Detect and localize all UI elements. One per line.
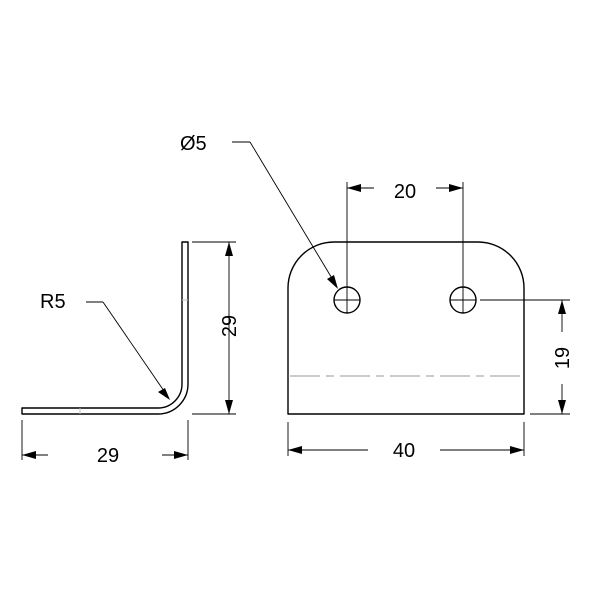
arrow-head [558, 400, 566, 414]
arrow-head [174, 451, 188, 459]
arrow-head [225, 242, 233, 256]
leg-length-label: 29 [97, 445, 119, 467]
arrow-head [510, 446, 524, 454]
side-view: 29 29 R5 [21, 241, 241, 467]
hole-diameter-leader [249, 141, 334, 281]
arrow-head [449, 184, 463, 192]
arrow-head [288, 446, 302, 454]
arrow-head [158, 388, 170, 400]
bend-radius-leader [102, 301, 165, 392]
arrow-head [558, 300, 566, 314]
arrow-head [347, 184, 361, 192]
hole-height-label: 19 [552, 347, 574, 369]
plate-width-label: 40 [393, 440, 415, 462]
leg-height-label: 29 [219, 315, 241, 337]
arrow-head [225, 400, 233, 414]
angle-profile [21, 241, 189, 415]
hole-diameter-label: Ø5 [180, 133, 207, 155]
arrow-head [22, 451, 36, 459]
arrow-head [327, 275, 338, 289]
front-view: 20 Ø5 19 40 [180, 133, 574, 462]
plate-outline [287, 241, 525, 415]
hole-spacing-label: 20 [394, 181, 416, 203]
bend-radius-label: R5 [40, 291, 66, 313]
